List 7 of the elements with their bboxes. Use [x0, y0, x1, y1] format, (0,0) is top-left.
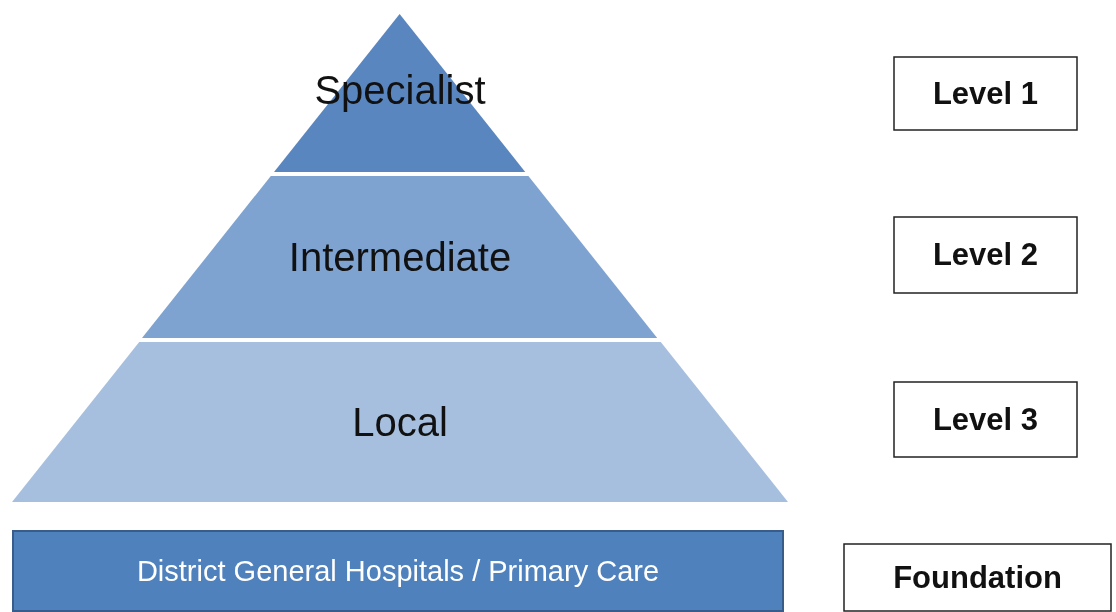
- tier-label: Intermediate: [288, 234, 512, 280]
- tier-label: Local: [352, 399, 448, 445]
- bar-label: District General Hospitals / Primary Care: [136, 554, 660, 588]
- level-label: Level 2: [932, 237, 1039, 273]
- level-label: Foundation: [893, 559, 1062, 596]
- level-label: Level 3: [932, 401, 1039, 438]
- level-label: Level 1: [932, 75, 1039, 112]
